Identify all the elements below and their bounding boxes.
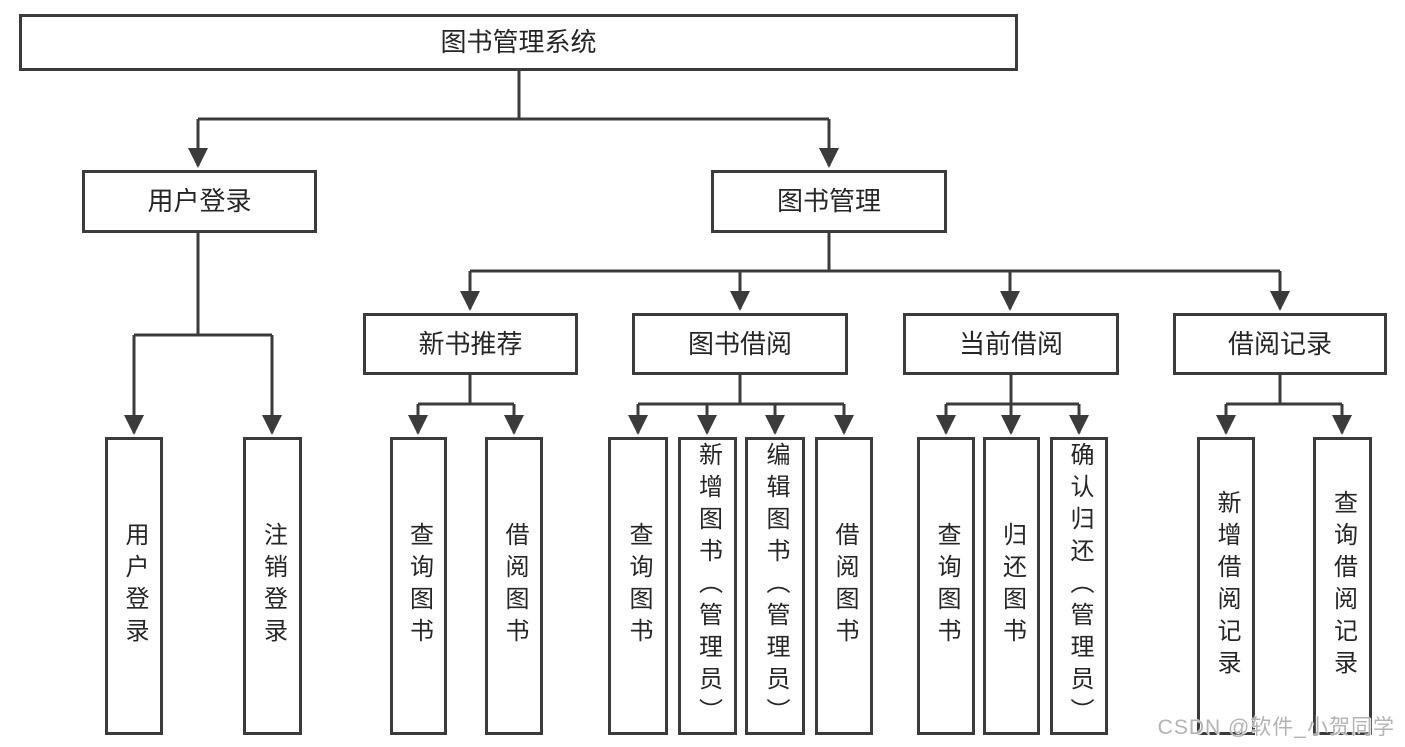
leaf-query-books-borrow: 查询图书 — [608, 437, 668, 735]
branch-book-management: 图书管理 — [711, 170, 947, 233]
leaf-borrow-books-recommend: 借阅图书 — [485, 437, 543, 735]
leaf-query-borrow-record: 查询借阅记录 — [1313, 437, 1372, 735]
leaf-borrow-books: 借阅图书 — [815, 437, 873, 735]
leaf-query-books-current: 查询图书 — [917, 437, 975, 735]
leaf-edit-book-admin: 编辑图书（管理员） — [745, 437, 805, 735]
leaf-add-book-admin: 新增图书（管理员） — [678, 437, 737, 735]
csdn-watermark: CSDN @软件_小贺同学 — [1157, 716, 1395, 739]
branch-book-borrow: 图书借阅 — [632, 313, 848, 375]
leaf-add-borrow-record: 新增借阅记录 — [1197, 437, 1255, 735]
leaf-logout: 注销登录 — [243, 437, 302, 735]
leaf-confirm-return-admin: 确认归还（管理员） — [1050, 437, 1108, 735]
node-library-management-system: 图书管理系统 — [19, 14, 1018, 71]
branch-borrow-records: 借阅记录 — [1173, 313, 1387, 375]
leaf-query-books-recommend: 查询图书 — [390, 437, 447, 735]
branch-new-book-recommend: 新书推荐 — [363, 313, 578, 375]
leaf-user-login: 用户登录 — [105, 437, 163, 735]
leaf-return-book: 归还图书 — [983, 437, 1040, 735]
branch-current-borrow: 当前借阅 — [903, 313, 1119, 375]
branch-user-login: 用户登录 — [82, 170, 317, 233]
